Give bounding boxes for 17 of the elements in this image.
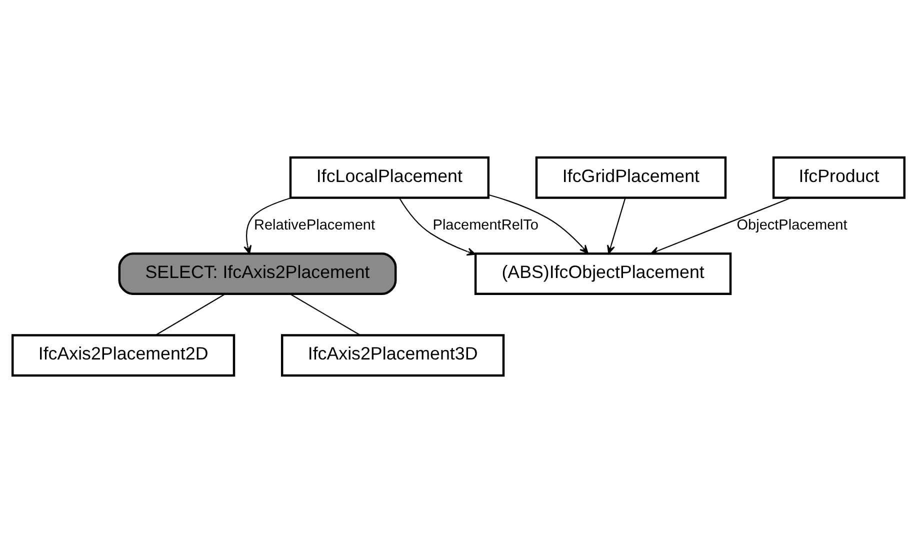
connector [155,293,226,336]
edge-label: PlacementRelTo [432,217,538,234]
arrow [607,198,626,254]
arrow [398,197,476,256]
node-box: IfcProduct [772,156,906,199]
node-box: (ABS)IfcObjectPlacement [474,252,732,296]
edge-label: ObjectPlacement [736,217,848,234]
arrow [650,197,792,254]
arrow [244,197,292,254]
connector [290,293,360,336]
edge-label: RelativePlacement [254,217,376,234]
arrow [488,194,588,254]
node-box: IfcAxis2Placement2D [11,334,236,377]
node-box: IfcLocalPlacement [289,156,490,199]
node-box: IfcAxis2Placement3D [280,334,505,377]
node-box: SELECT: IfcAxis2Placement [118,252,397,296]
node-box: IfcGridPlacement [535,156,727,199]
